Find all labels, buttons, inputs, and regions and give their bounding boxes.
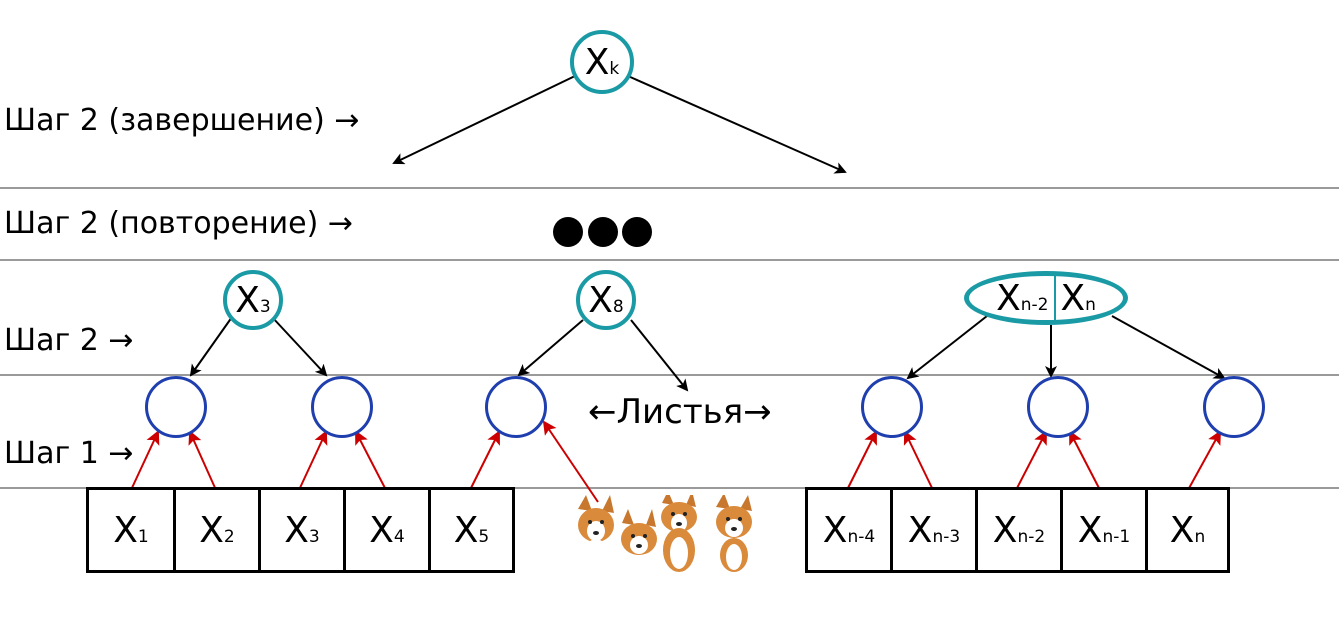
input-arrow-n4 (846, 430, 877, 491)
ellipsis-dot (622, 217, 652, 247)
band-repeat (0, 187, 1339, 261)
step-merge-label: Шаг 2 → (4, 323, 134, 358)
leaves-label: ←Листья→ (588, 392, 772, 432)
leaf-node (861, 376, 923, 438)
array-cell: X2 (173, 487, 261, 573)
input-arrow-4 (355, 430, 387, 491)
xn-arrow-left (906, 315, 988, 380)
input-arrow-2 (188, 430, 217, 491)
step-finish-label: Шаг 2 (завершение) → (4, 103, 360, 138)
band-merge (0, 259, 1339, 376)
merge-node-label: Xn-2 (996, 277, 1049, 319)
merge-node-label: Xn (1060, 277, 1096, 319)
input-arrow-3 (298, 430, 328, 491)
dog-4 (716, 495, 752, 572)
array-cell: Xn-1 (1060, 487, 1148, 573)
xn-arrow-right (1111, 315, 1226, 379)
input-arrow-1 (130, 430, 160, 491)
ellipsis-dot (553, 217, 583, 247)
dog-1 (578, 495, 614, 571)
band-leaves (0, 374, 1339, 489)
input-arrow-5 (469, 430, 500, 491)
leaf-node (311, 376, 373, 438)
leaf-node (485, 376, 547, 438)
input-arrow-n (1187, 430, 1221, 491)
x3-arrow-left (189, 316, 233, 377)
x8-arrow-right (630, 319, 689, 392)
step-leaves-label: Шаг 1 → (4, 436, 134, 471)
array-cell: Xn (1145, 487, 1230, 573)
array-cell: Xn-2 (975, 487, 1063, 573)
x3-arrow-right (271, 316, 328, 377)
array-cell: Xn-4 (805, 487, 893, 573)
array-cell: X5 (428, 487, 515, 573)
dog-2 (621, 509, 657, 575)
array-cell: X4 (343, 487, 431, 573)
top-node: Xk (570, 30, 634, 94)
top-node-label: Xk (584, 41, 620, 83)
x8-arrow-left (517, 319, 584, 377)
top-arrow-right (627, 75, 847, 174)
merge-node-label: X8 (588, 279, 624, 321)
corgi-dogs-image (578, 495, 752, 575)
array-cell: X3 (258, 487, 346, 573)
array-cell: Xn-3 (890, 487, 978, 573)
top-arrow-left (392, 75, 576, 165)
leaf-node (1027, 376, 1089, 438)
input-arrow-dogs (542, 420, 599, 503)
merge-node-x3: X3 (223, 270, 283, 330)
input-arrow-n3 (903, 430, 934, 491)
leaf-node (145, 376, 207, 438)
leaf-node (1203, 376, 1265, 438)
step-repeat-label: Шаг 2 (повторение) → (4, 206, 354, 241)
ellipsis-dot (588, 217, 618, 247)
merge-node-combined: Xn-2 Xn (964, 271, 1128, 325)
merge-node-x8: X8 (576, 270, 636, 330)
merge-node-label: X3 (235, 279, 271, 321)
input-arrow-n2 (1015, 430, 1047, 491)
dog-3 (661, 495, 697, 572)
array-cell: X1 (86, 487, 176, 573)
input-arrow-n1 (1069, 430, 1101, 491)
node-divider (1054, 276, 1057, 320)
